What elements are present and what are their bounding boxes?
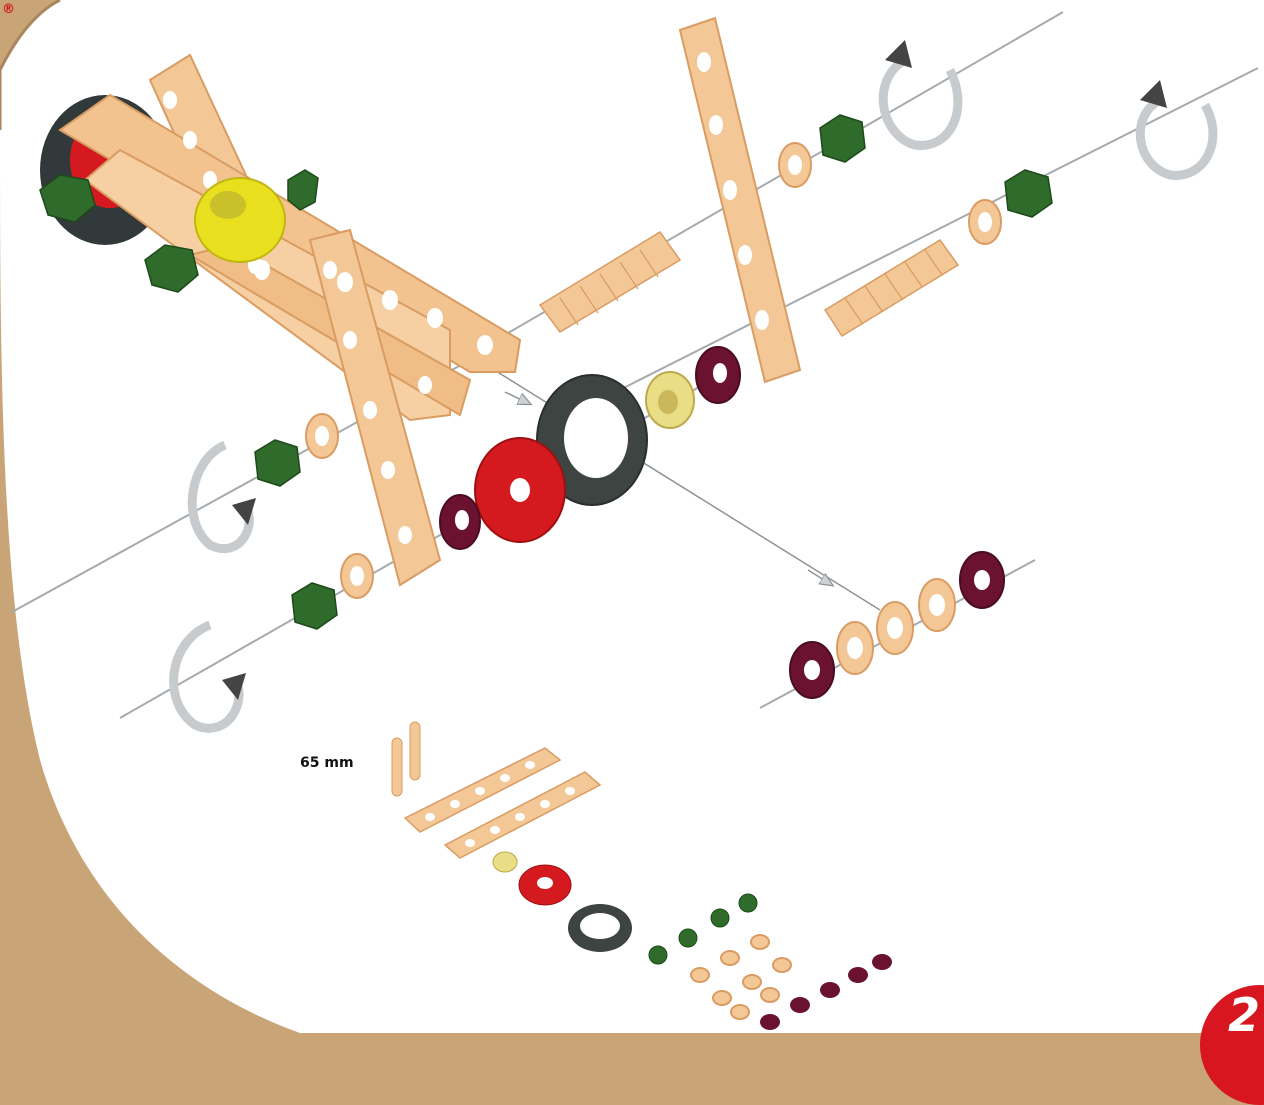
yellow-hub	[194, 177, 286, 263]
hex-nut	[819, 114, 866, 163]
axle-length-label: 65 mm	[300, 755, 354, 771]
hex-nut	[1004, 169, 1053, 218]
wooden-frame	[39, 16, 802, 587]
rotate-arrow-icon	[187, 440, 256, 554]
guide-arrow-icon	[807, 569, 832, 585]
rotate-arrow-icon	[169, 620, 246, 733]
inventory-axle	[391, 737, 403, 797]
springs	[538, 230, 960, 338]
diagram-canvas	[0, 0, 1264, 1033]
hub-thread	[210, 191, 246, 219]
guide-arrow-icon	[504, 391, 530, 404]
inventory-nuts	[648, 893, 758, 965]
table-edge-shadow	[0, 0, 61, 130]
step-number: 2	[1228, 988, 1261, 1042]
inventory-axle	[409, 721, 421, 781]
parts-inventory	[391, 721, 892, 1030]
strip-holes	[697, 52, 769, 330]
inventory-maroon-washers	[760, 954, 892, 1030]
rotate-arrows	[169, 40, 1218, 733]
assembly-guide-line	[429, 329, 881, 611]
inventory-bushing	[492, 851, 518, 873]
exploded-parts	[254, 114, 1053, 699]
wooden-strip	[678, 16, 802, 384]
hex-nut	[254, 439, 301, 487]
rotate-arrow-icon	[878, 40, 963, 150]
hex-nut	[291, 582, 338, 630]
rotate-arrow-icon	[1135, 80, 1218, 180]
hex-nut	[287, 169, 319, 211]
hex-nut	[144, 244, 199, 293]
registered-mark: ®	[2, 2, 15, 17]
hex-nut	[39, 174, 96, 223]
spring	[823, 238, 960, 338]
inventory-wooden-washers	[690, 934, 792, 1020]
